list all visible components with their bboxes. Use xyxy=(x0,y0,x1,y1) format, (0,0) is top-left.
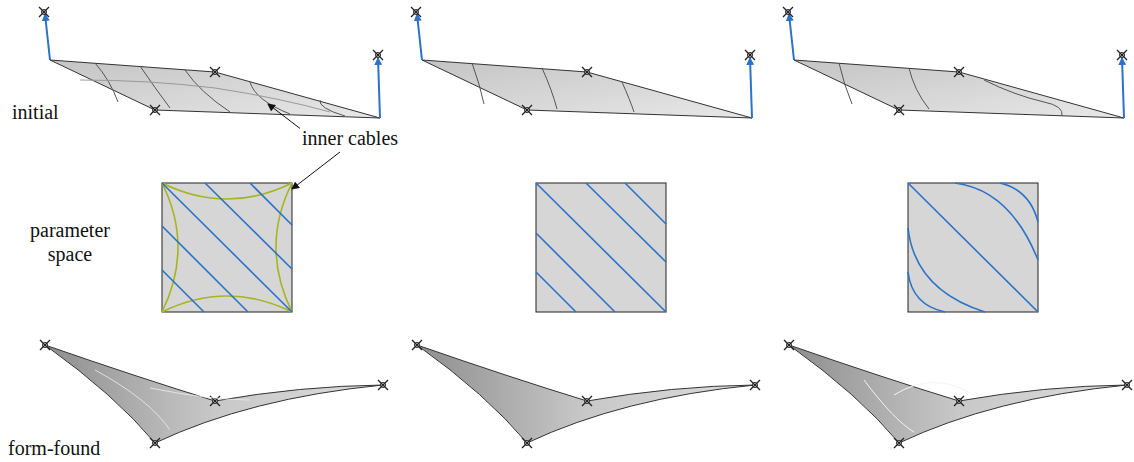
row-label: initial xyxy=(12,100,59,124)
callout-label: inner cables xyxy=(300,126,400,150)
row-label: parameter space xyxy=(22,218,118,266)
row-label: form-found xyxy=(8,436,100,460)
